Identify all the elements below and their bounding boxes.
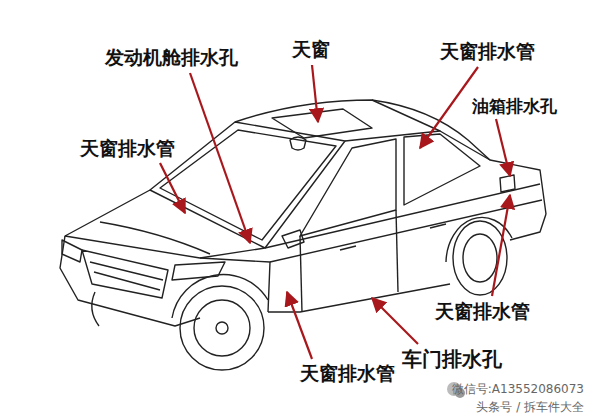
rear-rim	[463, 234, 497, 282]
car-outline	[60, 100, 546, 370]
leader-line	[190, 73, 250, 243]
leader-line	[312, 65, 318, 122]
mirror-mount	[290, 137, 306, 150]
trunk	[440, 131, 546, 214]
hub	[216, 322, 228, 334]
door-handle	[430, 224, 446, 228]
roof	[235, 100, 440, 141]
rear-bumper	[510, 214, 546, 240]
grille	[82, 250, 168, 298]
part-label: 天窗排水管	[298, 362, 397, 384]
rocker	[268, 284, 450, 312]
front-rim	[194, 300, 250, 356]
leader-line	[496, 119, 510, 176]
front-door-line	[300, 236, 302, 312]
leader-line	[372, 298, 418, 344]
side-crease	[270, 200, 542, 262]
part-label: 天窗排水管	[433, 300, 532, 322]
windshield-glass	[160, 130, 336, 240]
leader-line	[492, 195, 510, 296]
part-label: 天窗	[290, 38, 332, 60]
watermark: 微信号:A13552086073	[450, 382, 586, 397]
part-label: 天窗排水管	[78, 137, 177, 159]
leader-line	[160, 163, 185, 213]
side-mirror	[282, 230, 304, 248]
front-wheel	[180, 286, 264, 370]
headlight	[62, 240, 82, 262]
front-bumper	[60, 236, 200, 326]
windshield	[150, 122, 345, 248]
part-label: 发动机舱排水孔	[103, 46, 240, 68]
leader-line	[287, 292, 312, 359]
wheel-arch	[172, 275, 268, 318]
rear-door-line	[396, 210, 398, 292]
part-label: 天窗排水管	[438, 40, 537, 62]
door-handle	[340, 246, 356, 250]
hood-crease	[100, 222, 210, 254]
watermark: 头条号 / 拆车件大全	[474, 400, 586, 415]
fuel-door	[500, 175, 515, 192]
grille-bars	[90, 262, 163, 290]
belt-line	[265, 184, 540, 248]
left-wheel-hint	[92, 292, 99, 326]
part-label: 油箱排水孔	[470, 95, 559, 117]
sunroof	[272, 109, 372, 138]
part-label: 车门排水孔	[400, 348, 504, 370]
rear-side-window	[404, 134, 480, 205]
headlight	[172, 262, 225, 280]
